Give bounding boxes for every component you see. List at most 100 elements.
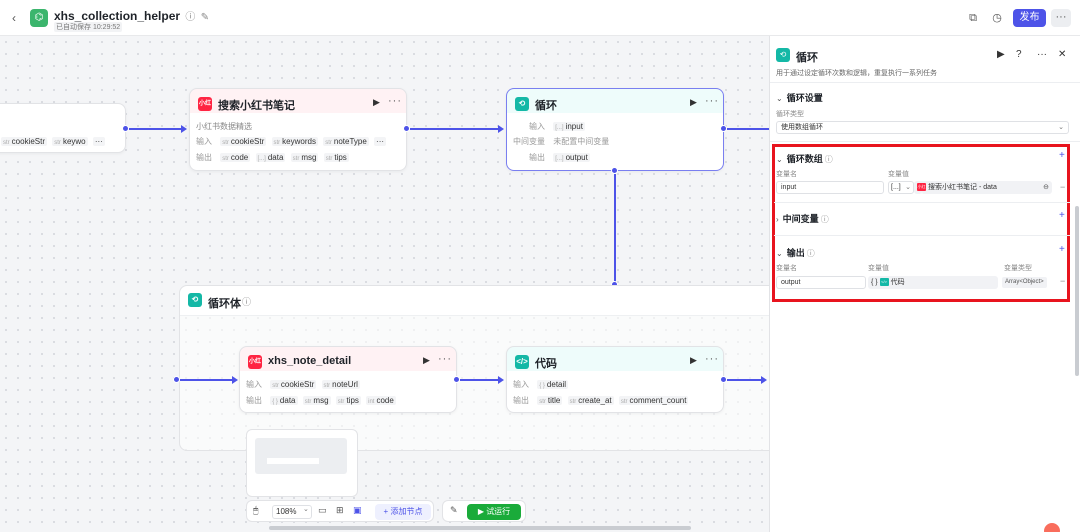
minimap-toggle-icon[interactable]: ▣ xyxy=(353,505,362,515)
arrow-icon xyxy=(232,376,238,384)
node-outputs: 输出 [...]output xyxy=(529,153,590,162)
var-type-label: 变量类型 xyxy=(1004,265,1032,272)
info-icon[interactable]: ⓘ xyxy=(185,12,196,23)
info-icon: ⓘ xyxy=(820,215,829,224)
code-icon: </> xyxy=(879,278,889,287)
panel-title: 循环 xyxy=(796,52,818,64)
chevron-down-icon: ⌄ xyxy=(776,155,783,164)
xiaohongshu-icon: 小红书 xyxy=(198,97,212,121)
output-var-reference[interactable]: { } </>代码 xyxy=(868,276,998,289)
loop-icon: ⟲ xyxy=(776,48,790,62)
history-icon[interactable]: ◷ xyxy=(992,12,1002,24)
run-node-icon[interactable]: ▶ xyxy=(690,355,697,365)
chevron-down-icon[interactable]: ⌄ xyxy=(303,506,309,513)
add-node-button[interactable]: + 添加节点 xyxy=(375,504,431,520)
arrow-icon xyxy=(498,376,504,384)
connection-line xyxy=(410,128,498,130)
connection-line xyxy=(129,128,181,130)
node-header: </> 代码 ▶ ··· xyxy=(507,347,723,371)
output-port[interactable] xyxy=(720,125,727,132)
more-icon[interactable]: ··· xyxy=(1037,49,1047,60)
code-icon: </> xyxy=(515,355,529,369)
output-port[interactable] xyxy=(122,125,129,132)
edit-icon[interactable]: ✎ xyxy=(200,12,210,23)
node-more-icon[interactable]: ··· xyxy=(438,353,452,365)
array-var-type-select[interactable]: [...]⌄ xyxy=(888,181,914,194)
more-tag[interactable]: ··· xyxy=(374,137,387,146)
horizontal-scrollbar[interactable] xyxy=(269,526,691,530)
output-var-name-input[interactable]: output xyxy=(776,276,866,289)
clear-icon[interactable]: ✎ xyxy=(450,505,458,515)
var-value-label: 变量值 xyxy=(888,171,909,178)
help-bubble-icon[interactable] xyxy=(1044,523,1060,532)
info-icon[interactable]: ⓘ xyxy=(242,297,252,307)
comment-icon[interactable]: ▭ xyxy=(318,505,327,515)
section-loop-settings[interactable]: ⌄循环设置 xyxy=(776,93,823,103)
run-icon[interactable]: ▶ xyxy=(997,49,1005,60)
array-var-reference[interactable]: 小红书搜索小红书笔记 - data ⊖ xyxy=(914,181,1052,197)
remove-icon[interactable]: − xyxy=(1060,182,1066,192)
add-mid-var-icon[interactable]: + xyxy=(1059,210,1065,221)
node-more-icon[interactable]: ··· xyxy=(388,95,402,107)
more-button[interactable]: ··· xyxy=(1051,9,1071,27)
minimap[interactable] xyxy=(246,429,358,497)
close-icon[interactable]: ✕ xyxy=(1058,49,1067,60)
connection-line xyxy=(727,379,761,381)
arrow-icon xyxy=(761,376,767,384)
back-icon[interactable]: ‹ xyxy=(12,11,16,25)
loop-type-select[interactable]: 使用数组循环⌄ xyxy=(776,121,1069,134)
run-node-icon[interactable]: ▶ xyxy=(373,97,380,107)
chevron-down-icon: ⌄ xyxy=(1058,124,1064,131)
add-array-item-icon[interactable]: + xyxy=(1059,150,1065,161)
output-port[interactable] xyxy=(453,376,460,383)
run-node-icon[interactable]: ▶ xyxy=(690,97,697,107)
loop-body-input-port[interactable] xyxy=(173,376,180,383)
remove-icon[interactable]: − xyxy=(1060,276,1066,286)
test-run-button[interactable]: ▶ 试运行 xyxy=(467,504,521,520)
array-var-name-input[interactable]: input xyxy=(776,181,884,194)
grid-icon[interactable]: ⊞ xyxy=(336,505,344,515)
loop-body-header: ⟲ 循环体 ⓘ xyxy=(180,286,769,316)
app-title-row: xhs_collection_helper ⓘ ✎ xyxy=(54,8,209,23)
highlight-box xyxy=(772,144,1070,302)
vertical-scrollbar[interactable] xyxy=(1075,206,1079,376)
output-port[interactable] xyxy=(720,376,727,383)
publish-button[interactable]: 发布 xyxy=(1013,9,1046,27)
tag: { }detail xyxy=(537,380,569,389)
loop-body-port[interactable] xyxy=(611,167,618,174)
var-name-label: 变量名 xyxy=(776,171,797,178)
panel-description: 用于通过设定循环次数和逻辑，重复执行一系列任务 xyxy=(776,70,937,77)
loop-body-title: 循环体 xyxy=(208,298,241,310)
run-node-icon[interactable]: ▶ xyxy=(423,355,430,365)
copy-icon[interactable]: ⧉ xyxy=(969,12,977,24)
add-output-icon[interactable]: + xyxy=(1059,244,1065,255)
chevron-down-icon: ⌄ xyxy=(776,249,783,258)
zoom-select[interactable]: 108% xyxy=(272,505,312,519)
node-config-panel: ⟲ 循环 ▶ ? ··· ✕ 用于通过设定循环次数和逻辑，重复执行一系列任务 ⌄… xyxy=(769,36,1080,532)
help-icon[interactable]: ? xyxy=(1016,49,1022,60)
mouse-mode-icon[interactable]: 🖱 xyxy=(253,505,259,515)
node-loop[interactable]: ⟲ 循环 ▶ ··· 输入 [...]input 中间变量 未配置中间变量 输出… xyxy=(506,88,724,171)
node-more-icon[interactable]: ··· xyxy=(705,95,719,107)
output-port[interactable] xyxy=(403,125,410,132)
autosave-status: 已自动保存 10:29:52 xyxy=(54,22,123,32)
node-more-icon[interactable]: ··· xyxy=(705,353,719,365)
